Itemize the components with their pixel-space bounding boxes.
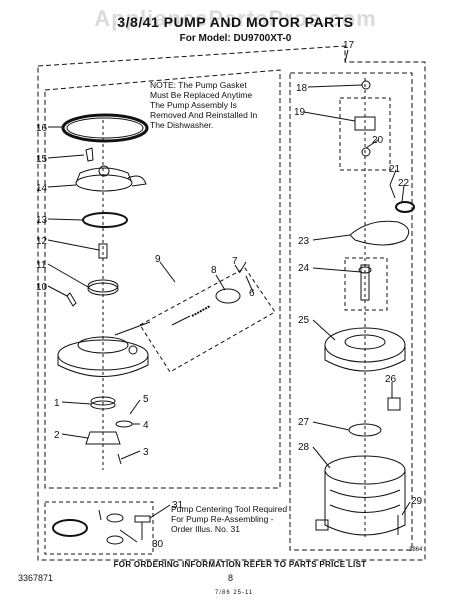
gasket-30 (52, 519, 88, 537)
callout-22: 22 (398, 178, 410, 189)
callout-25: 25 (298, 315, 310, 326)
callout-15: 15 (36, 154, 48, 165)
callout-7: 7 (232, 256, 238, 267)
centering-tool-note: Pump Centering Tool Required For Pump Re… (171, 504, 288, 534)
callout-24: 24 (298, 263, 310, 274)
callout-13: 13 (36, 215, 48, 226)
chopper-plate (90, 400, 116, 410)
right-group-box (289, 72, 413, 551)
callout-20: 20 (372, 135, 384, 146)
centering-tool-31 (134, 515, 151, 523)
callout-12: 12 (36, 236, 48, 247)
callout-16: 16 (36, 123, 48, 134)
page-number: 8 (228, 573, 234, 583)
callout-29: 29 (411, 496, 423, 507)
callout-27: 27 (298, 417, 310, 428)
screw-21 (389, 184, 396, 199)
gasket-note: NOTE: The Pump Gasket Must Be Replaced A… (150, 80, 258, 130)
valve-stem (171, 315, 191, 326)
callout-9: 9 (155, 254, 161, 265)
seal-ring (82, 212, 128, 228)
pump-cover (75, 174, 133, 192)
callout-26: 26 (385, 374, 397, 385)
shaft-24 (360, 264, 370, 301)
drawing-ref-code: 3864 (409, 547, 423, 553)
callout-1: 1 (54, 398, 60, 409)
left-group-box (44, 69, 281, 489)
callout-4: 4 (143, 420, 149, 431)
impeller-nut (98, 243, 108, 259)
document-part-number: 3367871 (18, 573, 54, 583)
spring (191, 305, 211, 317)
callout-19: 19 (294, 107, 306, 118)
outer-boundary (37, 45, 426, 561)
callout-17: 17 (343, 40, 355, 51)
accessory-box (44, 501, 154, 555)
motor-bracket-23 (349, 220, 410, 246)
callout-10: 10 (36, 282, 48, 293)
connector-26 (387, 397, 401, 411)
callout-31: 31 (172, 500, 184, 511)
subassembly-box-24 (344, 257, 388, 311)
callout-30: 30 (152, 539, 164, 550)
callout-8: 8 (211, 265, 217, 276)
bearing-20 (361, 147, 371, 157)
small-seal-4 (115, 420, 133, 428)
callout-21: 21 (389, 164, 401, 175)
impeller (87, 282, 119, 296)
callout-11: 11 (36, 260, 47, 271)
bracket-19 (354, 116, 376, 131)
subassembly-box-9 (139, 267, 276, 373)
washer-18 (361, 80, 371, 90)
callout-5: 5 (143, 394, 149, 405)
callout-3: 3 (143, 447, 149, 458)
valve-body (215, 288, 241, 304)
callout-23: 23 (298, 236, 310, 247)
callout-6: 6 (249, 288, 255, 299)
screw-15 (85, 147, 94, 162)
callout-18: 18 (296, 83, 308, 94)
screw-6 (239, 261, 247, 273)
pump-base-2 (85, 431, 121, 445)
callout-2: 2 (54, 430, 60, 441)
model-line: For Model: DU9700XT-0 (179, 33, 292, 44)
screw-3 (117, 453, 122, 465)
clip-10 (66, 292, 77, 307)
callout-28: 28 (298, 442, 310, 453)
seal-22 (395, 201, 415, 213)
pump-gasket-ring (61, 113, 149, 143)
watermark: AppliancePartsPros.com (94, 6, 377, 31)
ordering-info-footer: FOR ORDERING INFORMATION REFER TO PARTS … (113, 560, 367, 569)
callout-14: 14 (36, 183, 48, 194)
page-title: 3/8/41 PUMP AND MOTOR PARTS (117, 14, 354, 30)
print-date: 7/86 25-11 (215, 590, 254, 596)
